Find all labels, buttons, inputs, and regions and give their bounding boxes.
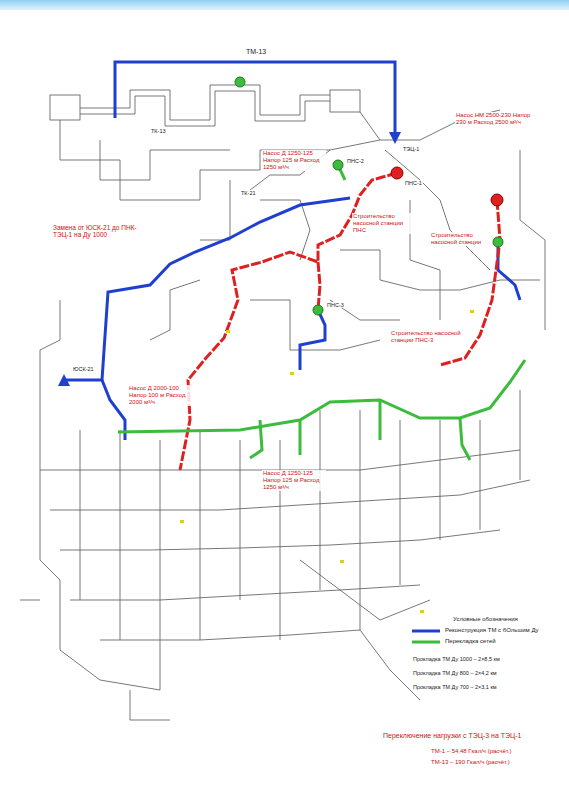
map-label: Насос Д 1250-125 Напор 125 м Расход 1250… xyxy=(262,150,326,171)
map-label: Насос Д 2000-100 Напор 100 м Расход 2000… xyxy=(128,385,192,406)
map-label: ТК-13 xyxy=(150,128,167,134)
map-label: Прокладка ТМ Ду 1000 – 2×8,5 км xyxy=(412,656,554,662)
map-label: ПНС-2 xyxy=(346,158,365,164)
map-label: ТЭЦ-1 xyxy=(402,146,420,152)
legend-samples xyxy=(412,631,440,642)
blue-mains xyxy=(64,62,520,440)
red-mains xyxy=(180,173,500,470)
map-label: Строительство насосной станции ПНС-3 xyxy=(390,330,462,344)
valve-marks xyxy=(180,310,474,613)
map-label: Строительство насосной станции xyxy=(430,232,492,246)
map-label: ТМ-13 – 190 Гкал/ч (расчёт.) xyxy=(430,759,511,766)
map-label: ТМ-1 – 54,48 Гкал/ч (расчёт.) xyxy=(430,748,512,755)
green-mains xyxy=(118,165,525,460)
map-label: Строительство насосной станции ПНС xyxy=(352,213,414,234)
map-label: Насос НМ 2500-230 Напор 230 м Расход 250… xyxy=(455,112,537,126)
map-label: ПНС-3 xyxy=(326,302,345,308)
map-label: Переключение нагрузки с ТЭЦ-3 на ТЭЦ-1 xyxy=(382,732,522,740)
map-label: Прокладка ТМ Ду 800 – 2×4,2 км xyxy=(412,670,554,676)
legend-text: Реконструкция ТМ с бОльшим Ду xyxy=(444,627,540,634)
map-label: Замена от ЮСК-21 до ПНК-ТЭЦ-1 на Ду 1000 xyxy=(52,224,142,239)
triangle-symbol xyxy=(58,374,70,386)
map-label: ТК-21 xyxy=(240,190,257,196)
legend-heading: Условные обозначения xyxy=(452,616,519,623)
map-label: ЮСК-21 xyxy=(72,366,95,372)
map-label: Прокладка ТМ Ду 700 – 2×3,1 км xyxy=(412,684,554,690)
map-label: Насос Д 1250-125 Напор 125 м Расход 1250… xyxy=(262,470,326,491)
map-label: ПНС-1 xyxy=(404,180,423,186)
arrow-head xyxy=(389,132,401,144)
legend-text: Перекладка сетей xyxy=(444,638,497,645)
map-label: ТМ-13 xyxy=(245,48,267,56)
grey-network xyxy=(20,85,545,720)
header-band xyxy=(0,0,569,10)
